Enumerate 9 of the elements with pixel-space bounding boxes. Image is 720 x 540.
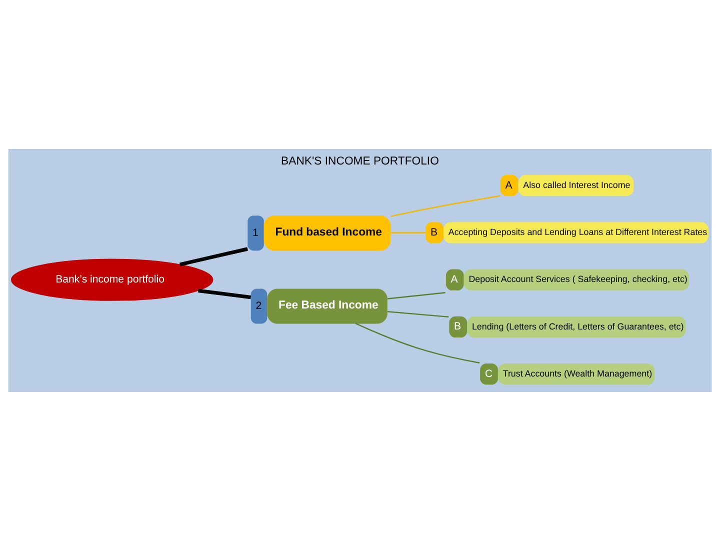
connector <box>198 288 252 299</box>
node-ellipse: Bank’s income portfolio <box>10 258 214 300</box>
connector <box>390 194 500 216</box>
connector <box>390 232 426 233</box>
connector <box>388 292 446 299</box>
connector <box>180 246 248 266</box>
connector <box>388 310 449 317</box>
diagram-title: BANK'S INCOME PORTFOLIO <box>281 155 439 168</box>
connector <box>355 322 480 363</box>
